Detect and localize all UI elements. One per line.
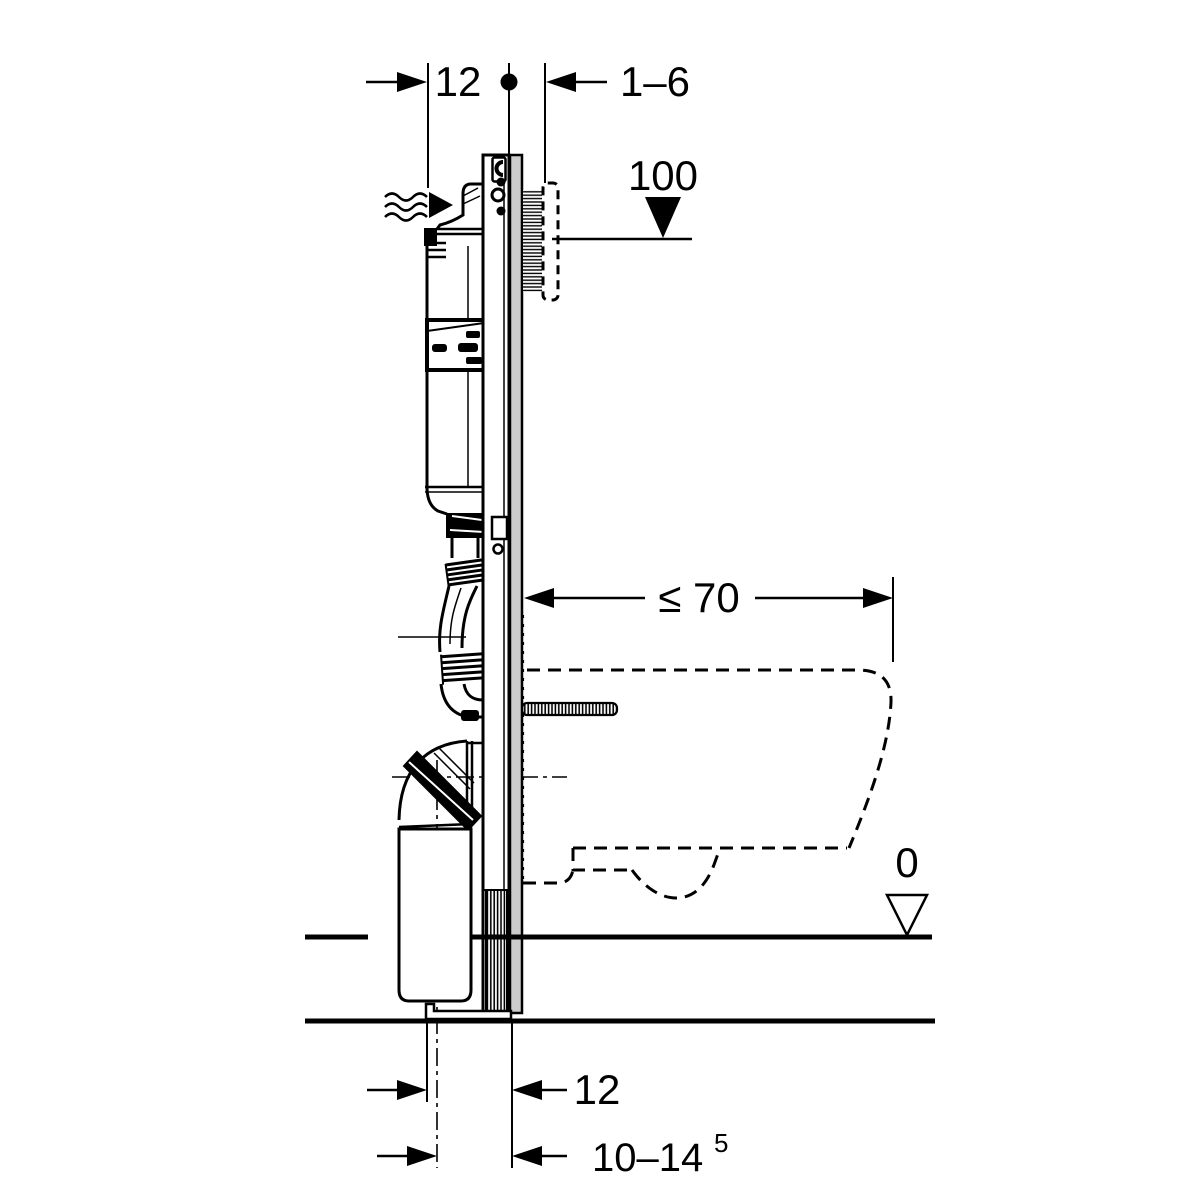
dim-bottom-frame-depth: 12 <box>367 1023 620 1168</box>
level-triangle-open-icon <box>884 893 930 938</box>
water-supply-arrowhead-icon <box>429 192 453 218</box>
dim-arrowhead-icon <box>546 72 576 92</box>
concealed-cistern <box>424 182 487 538</box>
dim-arrowhead-icon <box>524 588 554 608</box>
dim-arrowhead-icon <box>863 588 893 608</box>
actuator-plate-dashed <box>541 181 560 302</box>
cistern-cover-latch <box>424 228 437 246</box>
dim-arrowhead-icon <box>407 1146 437 1166</box>
frame-rail <box>424 153 524 1021</box>
flush-valve-box <box>425 318 486 372</box>
dim-bowl-depth: ≤ 70 <box>524 574 894 662</box>
level-triangle-filled-icon <box>645 197 681 238</box>
dim-wall-finish-range: 1–6 <box>544 58 690 183</box>
dim-arrowhead-icon <box>397 1080 427 1100</box>
actuator-plate-assembly <box>523 181 560 302</box>
marker-actuator-height: 100 <box>552 152 698 241</box>
wc-bowl-dashed-outline <box>521 615 893 900</box>
dim-arrowhead-icon <box>512 1146 542 1166</box>
marker-floor-level: 0 <box>884 839 930 938</box>
water-supply-arrow <box>384 192 453 222</box>
marker-label-actuator-height: 100 <box>628 152 698 199</box>
frame-foot-strut <box>485 889 508 1013</box>
dim-label-wall-finish-range: 1–6 <box>620 58 690 105</box>
drain-pipe <box>397 827 473 1003</box>
dim-label-bowl-depth: ≤ 70 <box>658 574 739 621</box>
flush-pipe-wall-flange <box>461 710 479 721</box>
drain-bend <box>397 739 483 834</box>
frame-service-opening <box>490 515 509 555</box>
actuator-spring-zone <box>523 190 542 292</box>
dim-label-outlet-depth-footnote: 5 <box>714 1128 728 1158</box>
mounting-threaded-rod <box>520 701 619 717</box>
marker-label-floor-level: 0 <box>895 839 918 886</box>
frame-head-fasteners <box>490 156 507 216</box>
dim-arrowhead-icon <box>397 72 427 92</box>
dim-label-outlet-depth-range: 10–14 <box>592 1136 703 1180</box>
frame-rail-front-profile <box>508 153 524 1015</box>
dim-top-frame-depth: 12 <box>366 58 518 188</box>
drain-clamp-flange <box>402 750 483 832</box>
dim-label-frame-depth-top: 12 <box>435 58 482 105</box>
dim-outlet-depth-range: 10–14 5 <box>377 1128 728 1180</box>
dim-label-frame-depth-bottom: 12 <box>574 1066 621 1113</box>
floor-lines <box>305 934 935 1024</box>
cistern-vent-slots <box>428 241 446 259</box>
dim-arrowhead-icon <box>512 1080 542 1100</box>
cistern-cover-lip <box>437 227 483 236</box>
